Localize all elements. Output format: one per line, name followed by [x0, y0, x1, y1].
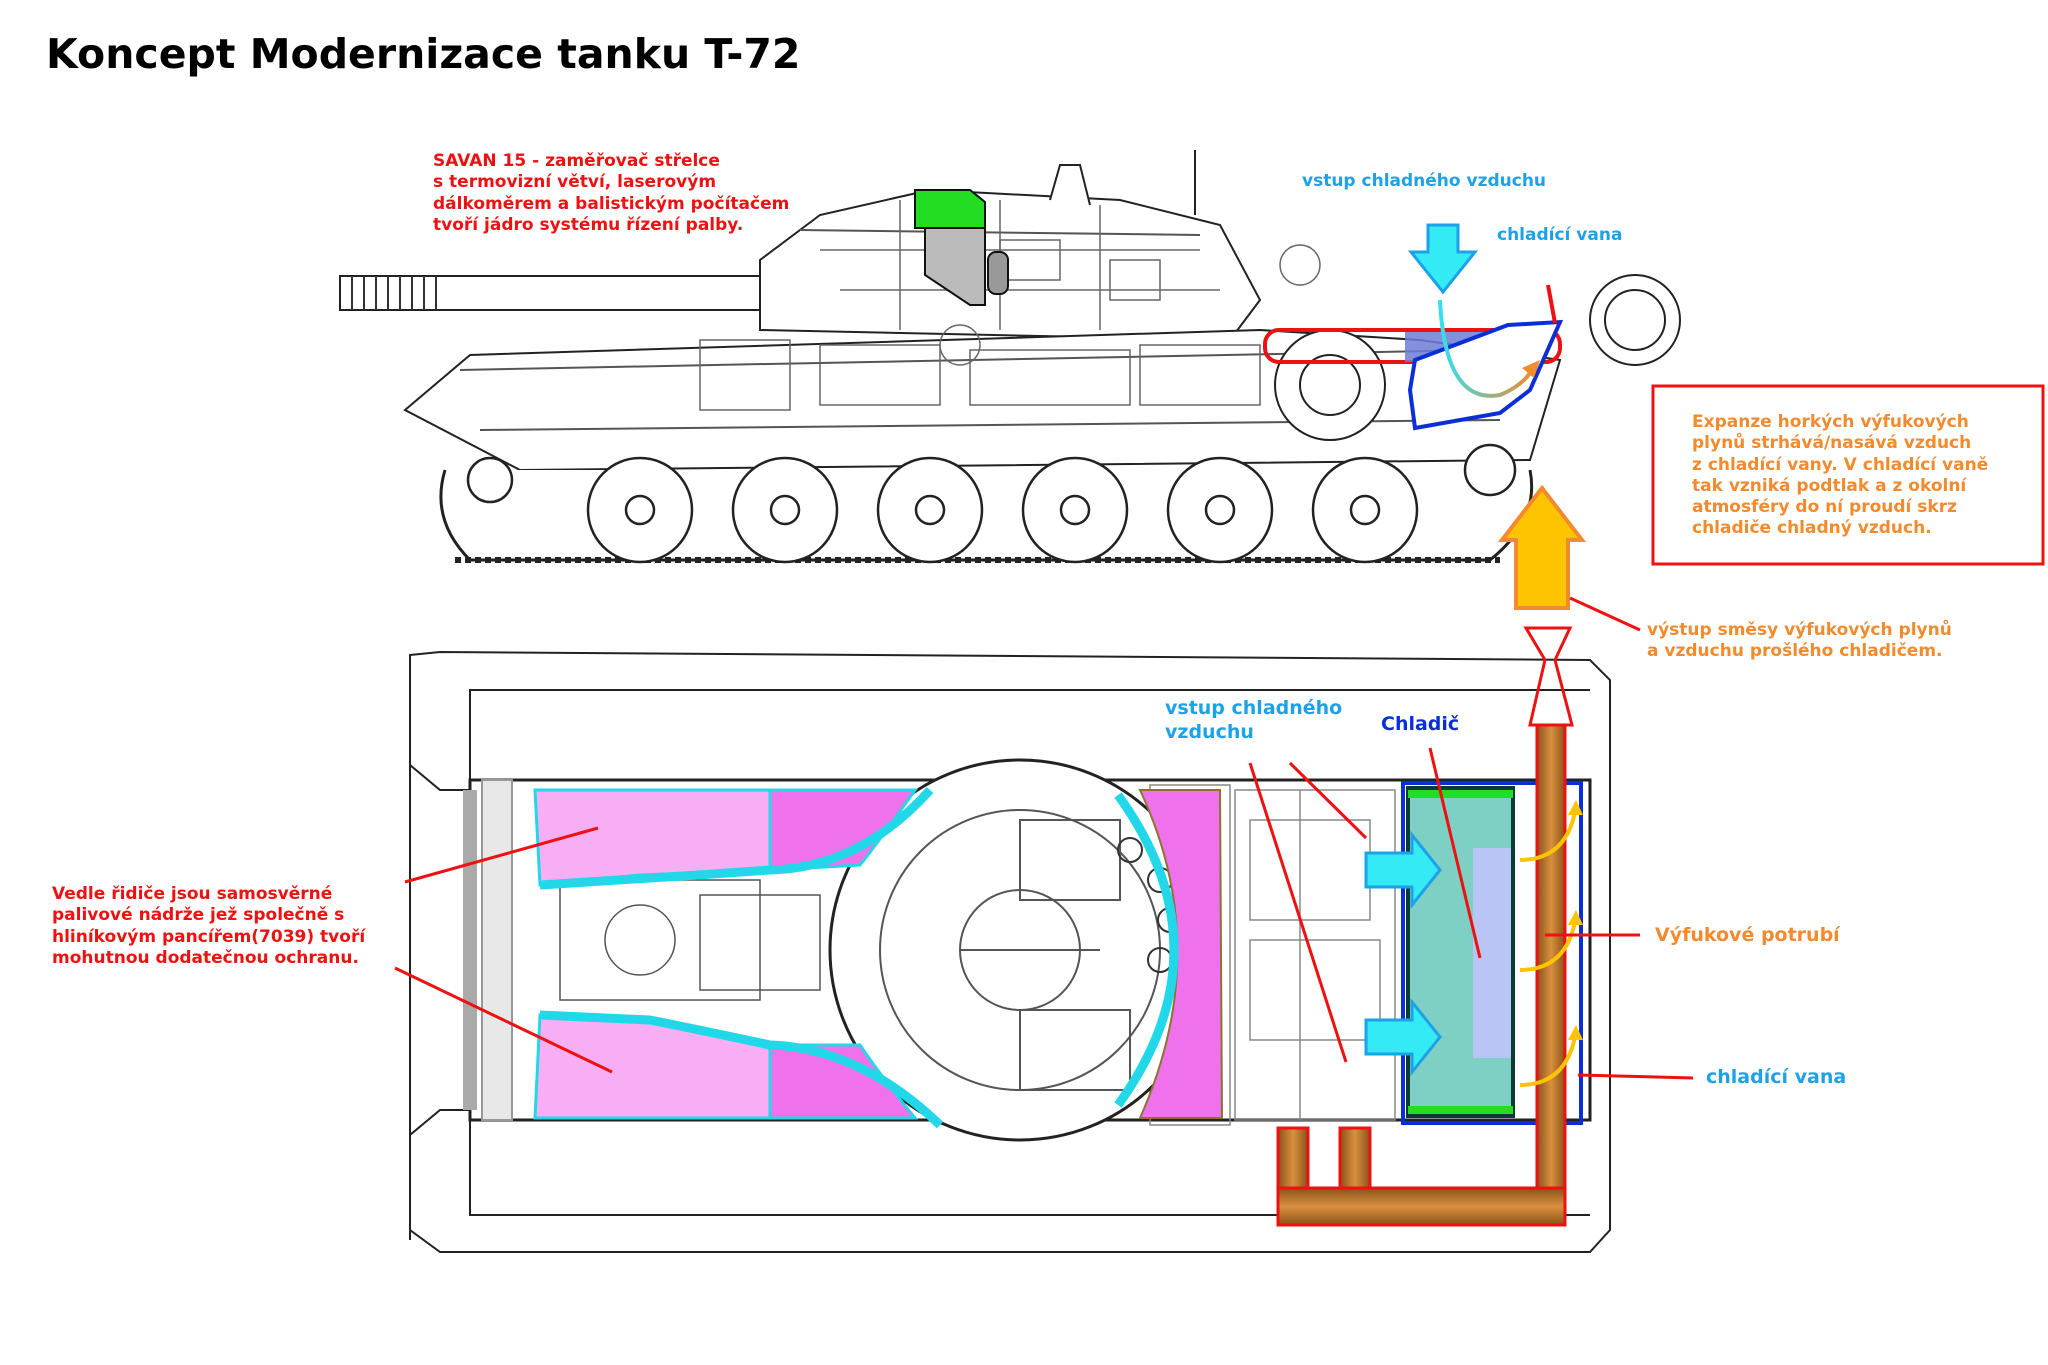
savan-label: SAVAN 15 - zaměřovač střelce s termovizn… — [433, 151, 790, 235]
intake-top-label: vstup chladného vzduchu — [1302, 171, 1547, 191]
radiator-label: Chladič — [1381, 713, 1460, 735]
radiator-intake-arrows-icon — [1364, 830, 1442, 1077]
savan-sight — [914, 189, 1009, 306]
intake-bottom-label: vstup chladného vzduchu — [1165, 697, 1343, 743]
pointer-lines — [394, 747, 1694, 1080]
exhaust-outlet-arrow-icon — [1497, 484, 1587, 610]
page-title: Koncept Modernizace tanku T-72 — [46, 30, 801, 78]
radiator — [1401, 781, 1583, 1125]
cooling-tub-bottom-label: chladící vana — [1706, 1066, 1847, 1088]
exhaust-pipe-label: Výfukové potrubí — [1655, 924, 1840, 946]
top-intake-arrow-icon — [1407, 223, 1479, 295]
outlet-label: výstup směsy výfukových plynů a vzduchu … — [1647, 620, 1952, 662]
exhaust-pipes — [1276, 626, 1583, 1227]
expansion-note-box — [1651, 384, 2045, 566]
fuel-tanks — [533, 786, 1224, 1129]
cooling-tub-top-label: chladící vana — [1497, 225, 1623, 245]
tank-side-view — [339, 150, 1681, 564]
expansion-label: Expanze horkých výfukových plynů strhává… — [1692, 412, 1989, 539]
side-cooling-system — [1263, 284, 1564, 431]
fuel-tanks-label: Vedle řidiče jsou samosvěrné palivové ná… — [52, 884, 366, 968]
